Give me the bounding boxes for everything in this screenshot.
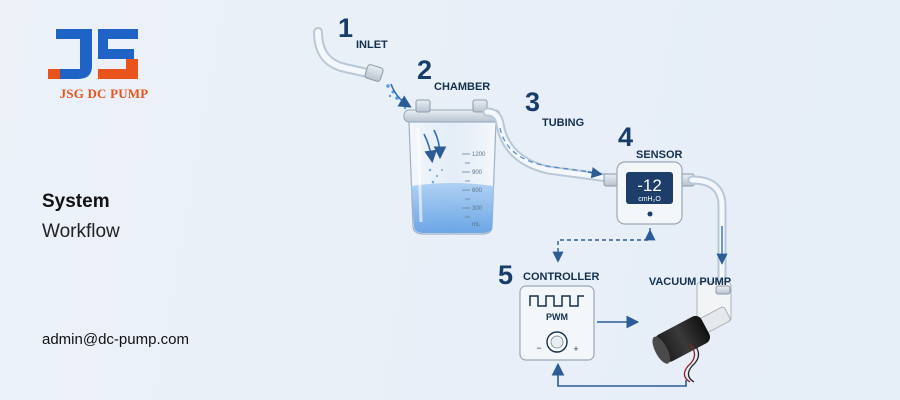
water-drops — [386, 84, 407, 110]
vacuum-pump — [652, 281, 732, 383]
step-3-label: TUBING — [542, 117, 584, 129]
inlet-flow-arrow — [390, 83, 412, 108]
logo-s-top — [98, 29, 138, 59]
sensor-unit: cmH₂O — [638, 196, 661, 203]
section-title-line2: Workflow — [42, 221, 120, 242]
pump-motor — [654, 315, 711, 362]
step-4-label: SENSOR — [636, 149, 683, 161]
pressure-sensor: -12 cmH₂O — [603, 161, 695, 225]
chamber-scale — [462, 153, 470, 218]
brand-logo — [48, 29, 138, 79]
logo-j-accent — [48, 69, 60, 79]
step-5-label: CONTROLLER — [523, 271, 599, 283]
scale-tick-unit: mL — [472, 222, 481, 228]
scale-tick-300: 300 — [472, 206, 483, 212]
pump-label: VACUUM PUMP — [649, 276, 731, 288]
brand-name: JSG DC PUMP — [59, 86, 149, 101]
controller-minus: − — [536, 343, 541, 353]
controller-mode: PWM — [546, 312, 568, 322]
sensor-indicator-led — [647, 211, 653, 217]
inlet-tube — [313, 27, 384, 82]
logo-j-shape — [56, 29, 92, 79]
scale-tick-900: 900 — [472, 170, 483, 176]
sensor-feedback-line — [552, 228, 651, 263]
step-4-number: 4 — [618, 122, 633, 152]
logo-s-bottom — [98, 59, 138, 79]
sensor-reading: -12 — [637, 176, 662, 195]
contact-email[interactable]: admin@dc-pump.com — [42, 331, 189, 348]
pump-tubing — [687, 175, 728, 289]
step-5-number: 5 — [498, 260, 513, 290]
scale-tick-600: 600 — [472, 188, 483, 194]
connecting-tubing — [482, 107, 613, 183]
step-3-number: 3 — [525, 87, 540, 117]
controller-plus: + — [573, 344, 578, 354]
pump-feedback-line — [551, 362, 687, 387]
inlet-fitting — [364, 64, 384, 82]
chamber-inlet-port — [415, 99, 431, 113]
scale-tick-1200: 1200 — [472, 152, 486, 158]
step-1-label: INLET — [356, 39, 388, 51]
step-2-label: CHAMBER — [434, 81, 490, 93]
section-title-line1: System — [42, 191, 110, 212]
pump-wires — [683, 343, 696, 383]
pwm-waveform-icon — [529, 295, 584, 307]
sensor-display — [626, 172, 673, 204]
chamber-outlet-port — [472, 99, 488, 113]
step-2-number: 2 — [417, 55, 432, 85]
pwm-controller: PWM − + — [519, 285, 595, 361]
step-1-number: 1 — [338, 13, 353, 43]
collection-chamber: 1200 900 600 300 mL — [403, 99, 501, 235]
